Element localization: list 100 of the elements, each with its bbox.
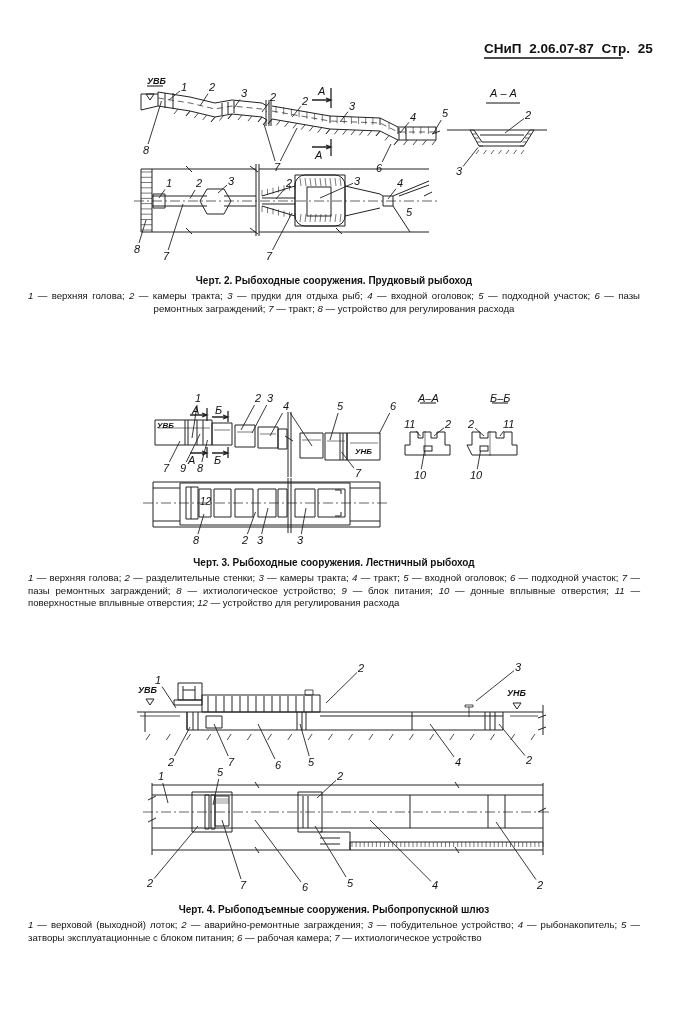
section-letter: А	[318, 86, 326, 97]
leader-line	[185, 433, 201, 463]
water-level-label: УНБ	[507, 689, 526, 698]
leader-line	[275, 187, 286, 200]
section-letter: А	[188, 455, 196, 466]
legend-text: 1 — верхняя голова; 2 — разделительные стенки; 3 — камеры тракта; 4 — тракт; 5 — входной оголовок; 6 — подходной участок; 7 — пазы ремонтных заграждений; 8 — ихтиологическое устройство; 9 — блок питания; 10 — донные вплывные отверстия; 11 — поверхностные вплывные отверстия; 12 — устройство для регулирования расхода	[28, 572, 640, 610]
callout-number: 7	[163, 463, 170, 474]
leader-line	[147, 100, 162, 145]
callout-number: 2	[526, 755, 533, 766]
callout-number: 2	[147, 878, 154, 889]
callout-number: 7	[266, 251, 273, 262]
leader-line	[378, 412, 391, 435]
leader-line	[300, 507, 307, 535]
cross-section-drawing	[446, 129, 548, 155]
section-title: А–А	[418, 393, 439, 404]
fish-lock-plan-drawing	[142, 781, 551, 856]
leader-line	[429, 723, 455, 758]
leader-line	[498, 723, 526, 757]
callout-number: 6	[390, 401, 397, 412]
leader-line	[272, 212, 293, 251]
leader-line	[257, 723, 276, 760]
leader-line	[279, 127, 298, 162]
callout-number: 5	[337, 401, 344, 412]
leader-line	[158, 188, 166, 199]
callout-number: 1	[195, 393, 202, 404]
callout-number: 4	[432, 880, 439, 891]
leader-line	[341, 451, 355, 469]
callout-number: 3	[515, 662, 522, 673]
leader-line	[240, 404, 255, 431]
callout-number: 9	[180, 463, 187, 474]
leader-line	[254, 819, 302, 883]
leader-line	[387, 188, 397, 200]
leader-line	[217, 184, 228, 194]
legend-text: 1 — верховой (выходной) лоток; 2 — аварийно-ремонтные заграждения; 3 — побудительное устройство; 4 — рыбонакопитель; 5 — затворы эксплуатационные с блоком питания; 6 — рабочая камера; 7 — ихтиологическое устройство	[28, 919, 640, 944]
callout-number: 2	[525, 110, 532, 121]
callout-number: 3	[297, 535, 304, 546]
leader-line	[381, 143, 392, 163]
callout-number: 6	[302, 882, 309, 893]
leader-line	[415, 430, 421, 437]
callout-number: 3	[456, 166, 463, 177]
callout-number: 2	[209, 82, 216, 93]
callout-number: 7	[240, 880, 247, 891]
figure-caption: Черт. 3. Рыбоходные сооружения. Лестничный рыбоход	[192, 558, 476, 568]
leader-line	[197, 513, 205, 535]
callout-number: 2	[537, 880, 544, 891]
callout-number: 7	[228, 757, 235, 768]
leader-line	[316, 779, 337, 799]
callout-number: 1	[155, 675, 162, 686]
callout-number: 10	[414, 470, 427, 481]
leader-line	[475, 670, 515, 702]
leader-line	[246, 511, 256, 535]
callout-number: 8	[134, 244, 141, 255]
callout-number: 1	[158, 771, 165, 782]
figure-caption: Черт. 4. Рыбоподъемные сооружения. Рыбопропускной шлюз	[177, 905, 491, 915]
cross-section-drawing	[466, 430, 518, 457]
callout-number: 8	[197, 463, 204, 474]
leader-line	[199, 93, 209, 107]
leader-line	[251, 404, 268, 434]
callout-number: 2	[337, 771, 344, 782]
callout-number: 2	[242, 535, 249, 546]
callout-number: 11	[404, 419, 416, 430]
section-title: А – А	[490, 88, 517, 99]
leader-line	[174, 726, 191, 757]
leader-line	[289, 412, 313, 447]
callout-number: 2	[468, 419, 475, 430]
callout-number: 7	[163, 251, 170, 262]
leader-line	[432, 119, 442, 135]
callout-number: 12	[200, 497, 212, 507]
callout-number: 6	[275, 760, 282, 771]
leader-line	[162, 782, 169, 804]
callout-number: 7	[355, 468, 362, 479]
callout-number: 4	[283, 401, 290, 412]
leader-line	[325, 672, 358, 704]
leader-line	[138, 219, 147, 244]
leader-line	[167, 203, 184, 251]
leader-line	[153, 825, 199, 880]
leader-line	[499, 430, 505, 437]
leader-line	[221, 819, 242, 880]
callout-number: 5	[442, 108, 449, 119]
callout-number: 5	[406, 207, 413, 218]
leader-line	[329, 412, 339, 441]
leader-line	[261, 507, 269, 535]
callout-number: 2	[255, 393, 262, 404]
legend-text: 1 — верхняя голова; 2 — камеры тракта; 3 — прудки для отдыха рыб; 4 — входной оголовок; 5 — подходной участок; 6 — пазы ремонтных заграждений; 7 — тракт; 8 — устройство для регулирования расхода	[28, 290, 640, 315]
leader-line	[495, 821, 537, 881]
leader-line	[462, 147, 479, 167]
leader-line	[261, 102, 270, 113]
page-header: СНиП 2.06.07-87 Стр. 25	[484, 42, 653, 56]
callout-number: 4	[455, 757, 462, 768]
callout-number: 2	[168, 757, 175, 768]
leader-line	[291, 105, 302, 118]
fish-lock-profile-drawing	[136, 682, 547, 741]
callout-number: 8	[193, 535, 200, 546]
leader-line	[314, 825, 347, 878]
cross-section-drawing	[404, 430, 451, 457]
section-title: Б–Б	[490, 393, 511, 404]
leader-line	[399, 121, 410, 134]
callout-number: 5	[217, 767, 224, 778]
water-level-label: УВБ	[157, 422, 174, 430]
leader-line	[168, 90, 181, 101]
